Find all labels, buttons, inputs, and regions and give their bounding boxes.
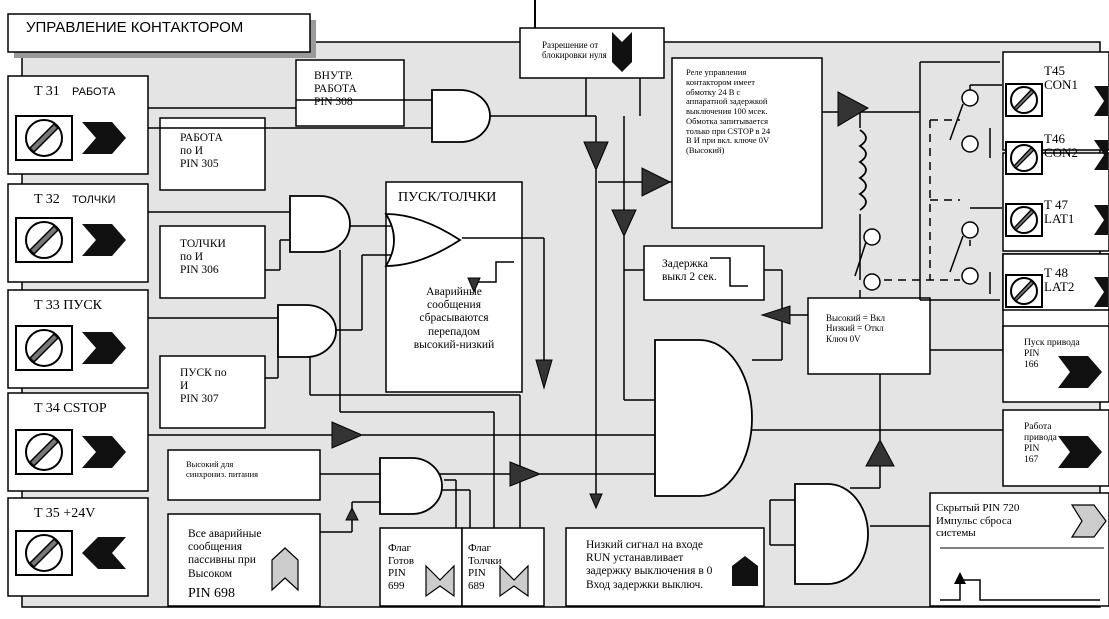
internal-run-label: ВНУТР. РАБОТА PIN 308 — [314, 70, 357, 109]
alarms-passive-label: Все аварийные сообщения пассивны при Выс… — [188, 528, 262, 580]
key-state-box — [807, 297, 931, 375]
internal-run-box — [295, 59, 405, 127]
terminal-t34 — [7, 392, 149, 492]
terminal-t46-con: CON2 — [1044, 144, 1078, 160]
jog-and-box — [159, 225, 266, 299]
terminal-t31-label: T 31 — [34, 84, 60, 99]
or-gate-start-jog — [384, 213, 462, 267]
terminal-t46-num: T46 — [1044, 131, 1065, 146]
terminal-t45-num: T45 — [1044, 63, 1065, 78]
and-gate-reset — [794, 483, 869, 585]
key-state-label: Высокий = Вкл Низкий = Откл Ключ 0V — [826, 313, 885, 344]
terminal-t35-label: T 35 +24V — [34, 506, 96, 521]
run-low-label: Низкий сигнал на входе RUN устанавливает… — [586, 539, 713, 591]
and-gate-sync — [379, 457, 443, 515]
relay-note-label: Реле управления контактором имеет обмотк… — [686, 67, 771, 156]
terminal-t32 — [7, 183, 149, 283]
run-low-box — [565, 527, 765, 607]
hidden-pin-label: Скрытый PIN 720 Импульс сброса системы — [936, 502, 1020, 540]
terminal-t33 — [7, 289, 149, 389]
run-and-box — [159, 117, 266, 191]
flag-jog-label: Флаг Толчки PIN 689 — [468, 542, 502, 592]
terminal-t35 — [7, 497, 149, 597]
page-title: УПРАВЛЕНИЕ КОНТАКТОРОМ — [26, 19, 244, 36]
high-sync-box — [167, 449, 321, 501]
alarm-reset-label: Аварийные сообщения сбрасываются перепад… — [413, 286, 495, 351]
and-gate-main — [654, 339, 753, 497]
terminal-t47-num: T 47 — [1044, 197, 1068, 212]
terminal-t33-label: T 33 ПУСК — [34, 298, 102, 313]
jog-and-label: ТОЛЧКИ по И PIN 306 — [180, 238, 226, 277]
terminal-t32-label: T 32 — [34, 192, 60, 207]
alarms-pin-label: PIN 698 — [188, 586, 236, 601]
high-sync-label: Высокий для синхрониз. питания — [186, 459, 259, 479]
and-gate-internal-run — [431, 89, 491, 143]
delay-off-box — [643, 245, 765, 301]
and-gate-jog — [289, 195, 351, 253]
terminal-t32-sub: ТОЛЧКИ — [72, 194, 116, 206]
signal-arrows — [331, 91, 895, 521]
terminal-t31-sub: РАБОТА — [72, 86, 116, 98]
terminal-t48 — [1002, 253, 1109, 311]
logic-gates — [277, 89, 869, 585]
terminal-t48-num: T 48 — [1044, 265, 1068, 280]
relay-coil — [858, 129, 867, 211]
title-box — [7, 13, 311, 53]
and-gate-start — [277, 304, 337, 358]
drive-start-label: Пуск привода PIN 166 — [1024, 338, 1080, 370]
drive-run-label: Работа привода PIN 167 — [1024, 422, 1057, 465]
start-and-label: ПУСК по И PIN 307 — [180, 367, 227, 406]
terminal-t34-label: T 34 CSTOP — [34, 401, 107, 416]
terminal-t47-con: LAT1 — [1044, 210, 1075, 226]
terminal-t31 — [7, 75, 149, 175]
flag-ready-box — [379, 527, 463, 607]
enable-block-box — [519, 27, 665, 79]
delay-off-label: Задержка выкл 2 сек. — [662, 258, 717, 284]
terminal-t48-con: LAT2 — [1044, 278, 1075, 294]
start-and-box — [159, 355, 266, 429]
relay-note-box — [671, 57, 823, 229]
start-jog-title: ПУСК/ТОЛЧКИ — [398, 190, 497, 205]
enable-block-label: Разрешение от блокировки нуля — [542, 40, 607, 61]
run-and-label: РАБОТА по И PIN 305 — [180, 132, 223, 171]
flag-ready-label: Флаг Готов PIN 699 — [388, 542, 415, 592]
terminal-t45 — [1002, 51, 1109, 151]
terminal-t45-con: CON1 — [1044, 76, 1078, 92]
wires — [148, 61, 1003, 546]
